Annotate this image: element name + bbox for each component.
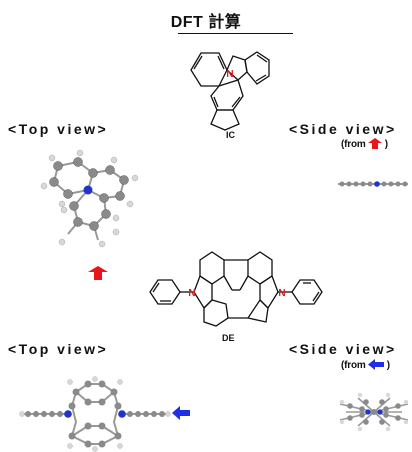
ic-top-view-model — [40, 149, 139, 248]
ic-top-view-label: <Top view> — [8, 121, 109, 137]
page-title: DFT 計算 — [170, 14, 242, 31]
ic-from-prefix: (from — [341, 139, 366, 150]
de-from-label: (from ) — [341, 359, 390, 371]
de-nitrogen-label-left: N — [188, 288, 195, 299]
ic-caption: IC — [226, 130, 235, 140]
blue-arrow-icon — [172, 406, 190, 420]
ic-from-label: (from ) — [341, 138, 388, 150]
title-underline — [178, 33, 293, 34]
de-top-view-label: <Top view> — [8, 341, 109, 357]
de-from-suffix: ) — [386, 360, 390, 371]
de-caption: DE — [222, 333, 235, 343]
de-structure: N N — [149, 251, 323, 327]
de-from-prefix: (from — [341, 360, 366, 371]
ic-nitrogen-label: N — [226, 69, 233, 80]
ic-from-suffix: ) — [384, 139, 388, 150]
red-arrow-icon — [88, 266, 108, 280]
blue-arrow-icon — [368, 359, 385, 370]
de-side-view-label: <Side view> — [289, 341, 397, 357]
de-top-view-model — [19, 376, 171, 452]
ic-side-view-label: <Side view> — [289, 121, 397, 137]
ic-side-view-model — [338, 181, 408, 187]
red-arrow-icon — [368, 138, 383, 149]
ic-structure: N — [190, 51, 270, 131]
de-side-view-model — [339, 392, 409, 432]
de-nitrogen-label-right: N — [278, 288, 285, 299]
